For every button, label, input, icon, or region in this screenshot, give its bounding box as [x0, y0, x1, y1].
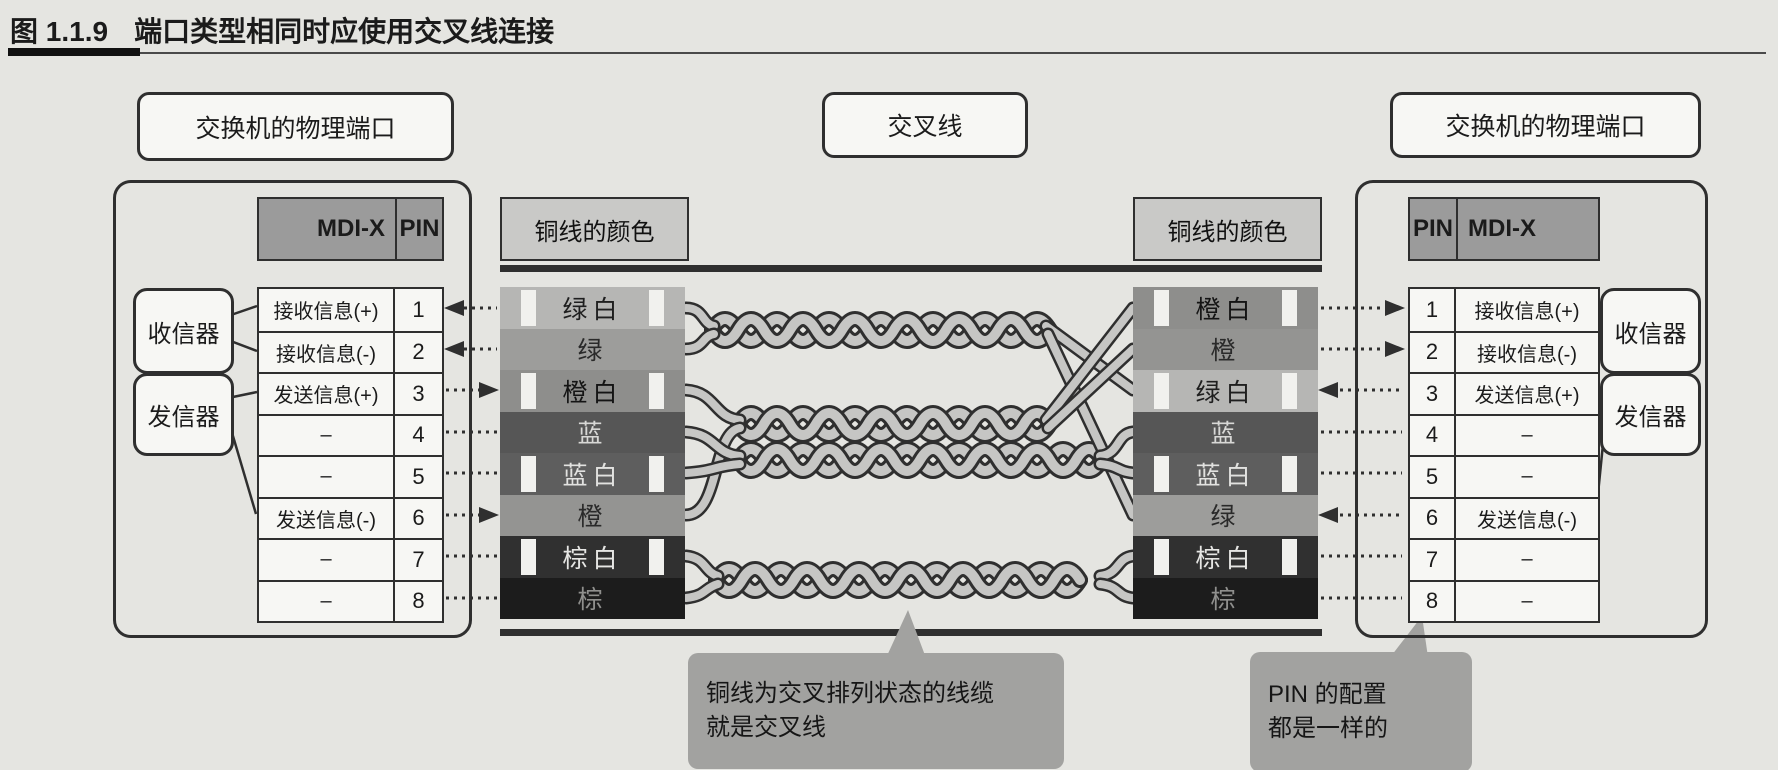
crossover-explanation-callout: 铜线为交叉排列状态的线缆 就是交叉线	[688, 653, 1064, 769]
left-pin-table: 接收信息(+)1 接收信息(-)2 发送信息(+)3 –4 –5 发送信息(-)…	[257, 287, 444, 623]
right-table-header: PIN MDI-X	[1408, 197, 1600, 261]
left-table-header: MDI-X PIN	[257, 197, 444, 261]
wire-bar-green-white: 绿白	[1133, 370, 1318, 412]
table-row: 发送信息(-)6	[259, 496, 442, 538]
left-receiver-box: 收信器	[133, 288, 234, 374]
left-wire-column: 绿白 绿 橙白 蓝 蓝白 橙 棕白 棕	[500, 287, 685, 619]
right-switch-port-label: 交换机的物理端口	[1390, 92, 1701, 158]
wire-bar-blue: 蓝	[500, 411, 685, 453]
wire-bar-green: 绿	[1133, 494, 1318, 536]
wire-bar-orange-white: 橙白	[1133, 287, 1318, 329]
title-rule-accent	[8, 48, 140, 56]
wire-bar-blue-white: 蓝白	[500, 453, 685, 495]
wire-bar-orange: 橙	[1133, 328, 1318, 370]
left-col-pin: PIN	[395, 199, 442, 259]
left-switch-port-label: 交换机的物理端口	[137, 92, 454, 161]
wire-bar-brown: 棕	[1133, 577, 1318, 619]
wire-bar-brown-white: 棕白	[500, 536, 685, 578]
left-switch-container	[113, 180, 472, 638]
right-switch-container	[1355, 180, 1708, 638]
wire-bar-green-white: 绿白	[500, 287, 685, 329]
middle-callout-pointer	[886, 610, 926, 658]
table-row: 4–	[1410, 413, 1598, 455]
table-row: –8	[259, 579, 442, 621]
table-row: 8–	[1410, 579, 1598, 621]
table-row: 接收信息(+)1	[259, 289, 442, 331]
wire-bar-blue-white: 蓝白	[1133, 453, 1318, 495]
right-arrowheads	[1318, 300, 1405, 523]
left-col-mdix: MDI-X	[317, 215, 385, 242]
right-wire-colors-label: 铜线的颜色	[1133, 197, 1322, 261]
right-transmitter-box: 发信器	[1600, 373, 1701, 456]
right-wire-column: 橙白 橙 绿白 蓝 蓝白 绿 棕白 棕	[1133, 287, 1318, 619]
left-transmitter-box: 发信器	[133, 373, 234, 456]
right-receiver-box: 收信器	[1600, 288, 1701, 374]
pin-config-callout: PIN 的配置 都是一样的	[1250, 652, 1472, 770]
figure-caption: 端口类型相同时应使用交叉线连接	[134, 16, 555, 47]
table-row: 接收信息(-)2	[259, 330, 442, 372]
right-col-mdix: MDI-X	[1456, 199, 1598, 259]
arrow-left-pin2	[444, 341, 464, 357]
table-row: 发送信息(+)3	[259, 372, 442, 414]
twisted-pair-wires	[679, 301, 1140, 605]
wire-bar-brown: 棕	[500, 577, 685, 619]
figure-title: 图 1.1.9 端口类型相同时应使用交叉线连接	[10, 10, 554, 50]
table-row: –4	[259, 413, 442, 455]
right-col-pin: PIN	[1412, 215, 1453, 242]
arrow-right-pin2	[1385, 341, 1405, 357]
arrow-left-pin1	[444, 300, 464, 316]
arrow-right-pin1	[1385, 300, 1405, 316]
table-row: –5	[259, 455, 442, 497]
wire-bar-orange-white: 橙白	[500, 370, 685, 412]
wire-bar-orange: 橙	[500, 494, 685, 536]
wire-bar-green: 绿	[500, 328, 685, 370]
arrow-left-pin6	[1318, 507, 1338, 523]
wire-bar-blue: 蓝	[1133, 411, 1318, 453]
arrow-left-pin3	[1318, 382, 1338, 398]
arrow-right-pin3	[479, 382, 499, 398]
left-wire-colors-label: 铜线的颜色	[500, 197, 689, 261]
wire-bar-brown-white: 棕白	[1133, 536, 1318, 578]
table-row: 5–	[1410, 455, 1598, 497]
left-arrowheads	[444, 300, 499, 523]
table-row: –7	[259, 538, 442, 580]
figure-number: 图 1.1.9	[10, 16, 109, 47]
cable-top-rail	[500, 265, 1322, 272]
arrow-right-pin6	[479, 507, 499, 523]
title-rule	[8, 52, 1766, 54]
crossover-cable-label: 交叉线	[822, 92, 1028, 158]
table-row: 7–	[1410, 538, 1598, 580]
